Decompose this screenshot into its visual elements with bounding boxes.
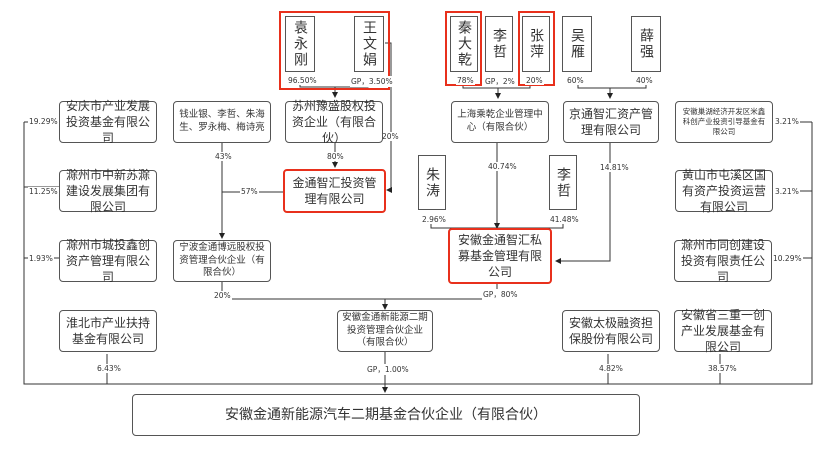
share-label: 1.93%: [28, 254, 54, 263]
person-qin-daqian[interactable]: 秦大乾: [450, 16, 478, 72]
entity-shanghai-yuqian[interactable]: 上海乘乾企业管理中心（有限合伙）: [451, 101, 549, 143]
person-name: 袁永刚: [292, 20, 308, 68]
share-label: 40.74%: [487, 162, 518, 171]
share-label: 14.81%: [599, 163, 630, 172]
person-name: 朱涛: [424, 166, 440, 199]
entity-suzhou-yusheng[interactable]: 苏州豫盛股权投资企业（有限合伙）: [285, 99, 383, 145]
share-label: 3.21%: [774, 187, 800, 196]
person-wu-yan[interactable]: 吴雁: [562, 16, 592, 72]
share-label: 19.29%: [28, 117, 59, 126]
person-name: 王文娟: [361, 20, 377, 68]
entity-chuzhou-chengtou[interactable]: 滁州市城投鑫创资产管理有限公司: [59, 238, 157, 284]
entity-anhui-taiji[interactable]: 安徽太极融资担保股份有限公司: [562, 310, 660, 352]
person-li-zhe-top[interactable]: 李哲: [485, 16, 513, 72]
person-name: 李哲: [491, 28, 507, 60]
entity-anqing[interactable]: 安庆市产业发展投资基金有限公司: [59, 99, 157, 145]
target-name: 安徽金通新能源汽车二期基金合伙企业（有限合伙）: [225, 406, 547, 423]
share-label: 57%: [240, 187, 259, 196]
person-li-zhe-mid[interactable]: 李哲: [549, 155, 577, 210]
share-label: 40%: [635, 76, 654, 85]
highlight-frame-qin: [445, 11, 482, 86]
entity-name: 安徽巢湖经济开发区米鑫科创产业投资引导基金有限公司: [682, 106, 766, 137]
entity-name: 宁波金通博远股权投资管理合伙企业（有限合伙）: [179, 241, 265, 279]
entity-chuzhou-zhongxin[interactable]: 滁州市中新苏滁建设发展集团有限公司: [59, 168, 157, 214]
entity-anhui-chaohu[interactable]: 安徽巢湖经济开发区米鑫科创产业投资引导基金有限公司: [675, 101, 773, 143]
share-label: 96.50%: [287, 76, 318, 85]
share-label: 6.43%: [96, 364, 122, 373]
entity-name: 安庆市产业发展投资基金有限公司: [65, 98, 150, 146]
entity-anhui-private-fund[interactable]: 安徽金通智汇私募基金管理有限公司: [448, 228, 552, 284]
person-yuan-yonggang[interactable]: 袁永刚: [285, 16, 315, 72]
entity-name: 黄山市屯溪区国有资产投资运营有限公司: [681, 167, 766, 215]
entity-name: 钱业银、李哲、朱海生、罗永梅、梅诗亮: [179, 109, 265, 133]
entity-name: 上海乘乾企业管理中心（有限合伙）: [457, 109, 543, 133]
entity-anhui-xinnengyuan-mgmt[interactable]: 安徽金通新能源二期投资管理合伙企业（有限合伙）: [337, 310, 433, 352]
person-name: 秦大乾: [456, 20, 472, 68]
share-label: 20%: [525, 76, 544, 85]
entity-name: 淮北市产业扶持基金有限公司: [65, 315, 150, 346]
share-label: 2.96%: [421, 215, 447, 224]
entity-name: 安徽省三重一创产业发展基金有限公司: [680, 307, 765, 355]
person-wang-wenjuan[interactable]: 王文娟: [354, 16, 384, 72]
entity-chuzhou-tongchuang[interactable]: 滁州市同创建设投资有限责任公司: [674, 238, 772, 284]
share-label: 80%: [326, 152, 345, 161]
share-label: 20%: [213, 291, 232, 300]
entity-huaibei[interactable]: 淮北市产业扶持基金有限公司: [59, 310, 157, 352]
share-label: GP，2%: [484, 76, 516, 87]
person-name: 李哲: [555, 166, 571, 199]
share-label: 11.25%: [28, 187, 59, 196]
person-xue-qiang[interactable]: 薛强: [631, 16, 661, 72]
entity-name: 安徽太极融资担保股份有限公司: [568, 315, 653, 346]
share-label: GP，80%: [482, 289, 519, 300]
share-label: GP，3.50%: [350, 76, 394, 87]
share-label: 20%: [381, 132, 400, 141]
share-label: 43%: [214, 152, 233, 161]
person-zhang-ping[interactable]: 张萍: [522, 16, 550, 72]
person-name: 张萍: [528, 28, 544, 60]
entity-name: 苏州豫盛股权投资企业（有限合伙）: [291, 98, 376, 146]
share-label: 38.57%: [707, 364, 738, 373]
share-label: 60%: [566, 76, 585, 85]
entity-ningbo-boyuan[interactable]: 宁波金通博远股权投资管理合伙企业（有限合伙）: [173, 240, 271, 282]
entity-name: 滁州市中新苏滁建设发展集团有限公司: [65, 167, 150, 215]
share-label: 4.82%: [598, 364, 624, 373]
entity-name: 滁州市同创建设投资有限责任公司: [680, 237, 765, 285]
entity-jintong-zhihui[interactable]: 金通智汇投资管理有限公司: [283, 169, 386, 213]
entity-anhui-sanzhong[interactable]: 安徽省三重一创产业发展基金有限公司: [674, 308, 772, 354]
person-name: 薛强: [638, 28, 654, 60]
share-label: GP，1.00%: [366, 364, 410, 375]
highlight-frame-zhang: [518, 11, 555, 86]
share-label: 41.48%: [549, 215, 580, 224]
entity-jingtong-zhihui[interactable]: 京通智汇资产管理有限公司: [563, 101, 659, 143]
person-zhu-tao[interactable]: 朱涛: [418, 155, 446, 210]
highlight-frame-yuan-wang: [279, 11, 390, 90]
entity-name: 京通智汇资产管理有限公司: [568, 106, 653, 137]
entity-name: 滁州市城投鑫创资产管理有限公司: [65, 237, 150, 285]
entity-name: 安徽金通智汇私募基金管理有限公司: [457, 232, 542, 280]
entity-individuals-group[interactable]: 钱业银、李哲、朱海生、罗永梅、梅诗亮: [173, 101, 271, 143]
target-fund[interactable]: 安徽金通新能源汽车二期基金合伙企业（有限合伙）: [132, 394, 640, 436]
entity-huangshan[interactable]: 黄山市屯溪区国有资产投资运营有限公司: [675, 168, 773, 214]
share-label: 10.29%: [772, 254, 803, 263]
share-label: 78%: [456, 76, 475, 85]
entity-name: 安徽金通新能源二期投资管理合伙企业（有限合伙）: [342, 311, 428, 349]
share-label: 3.21%: [774, 117, 800, 126]
entity-name: 金通智汇投资管理有限公司: [292, 175, 377, 206]
person-name: 吴雁: [569, 28, 585, 60]
